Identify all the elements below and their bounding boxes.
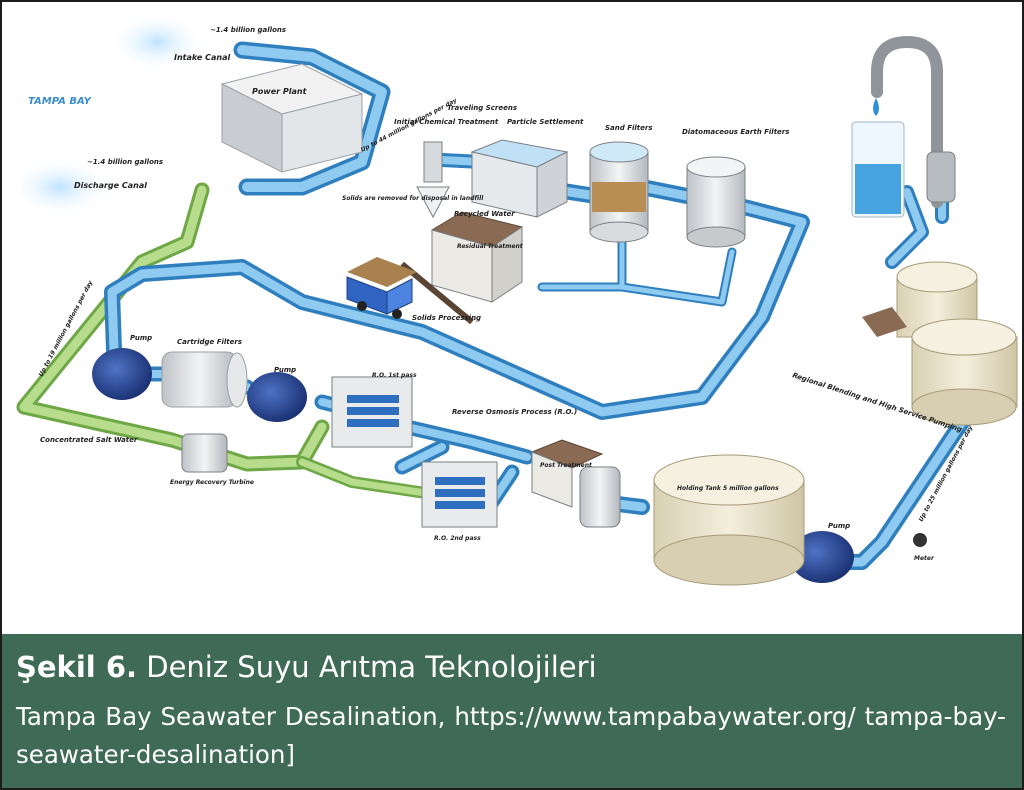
label-pump-1: Pump xyxy=(130,334,152,342)
power-plant xyxy=(220,63,364,173)
label-tampa-bay: TAMPA BAY xyxy=(28,96,93,107)
label-meter: Meter xyxy=(914,555,935,562)
faucet-icon xyxy=(871,35,956,208)
water-glass-icon xyxy=(851,121,905,218)
residual-treatment-building xyxy=(400,211,524,325)
label-initial-chemical: Initial Chemical Treatment xyxy=(394,118,499,126)
figure-caption: Şekil 6. Deniz Suyu Arıtma Teknolojileri… xyxy=(2,634,1022,788)
holding-tank xyxy=(653,454,805,586)
pump-3 xyxy=(790,531,927,583)
label-pump-3: Pump xyxy=(828,522,850,530)
intake-glow xyxy=(109,12,205,72)
regional-blending-tanks xyxy=(862,261,1018,426)
label-concentrated-salt: Concentrated Salt Water xyxy=(40,436,138,444)
label-discharge-flow: ~1.4 billion gallons xyxy=(87,158,163,166)
desalination-diagram: TAMPA BAY ~1.4 billion gallons Intake Ca… xyxy=(8,12,1018,586)
truck xyxy=(346,257,417,319)
cartridge-filter xyxy=(161,351,248,408)
discharge-glow xyxy=(8,157,112,217)
caption-label: Şekil 6. xyxy=(16,650,138,684)
chemical-treatment-unit xyxy=(416,141,450,219)
label-ro-2nd: R.O. 2nd pass xyxy=(434,535,481,542)
label-intake-flow: ~1.4 billion gallons xyxy=(210,26,286,34)
sand-filter xyxy=(589,141,649,243)
label-discharge-canal: Discharge Canal xyxy=(74,181,147,190)
label-solids-processing: Solids Processing xyxy=(412,314,481,322)
caption-title-text: Deniz Suyu Arıtma Teknolojileri xyxy=(137,650,597,684)
diatomaceous-filter xyxy=(686,156,746,248)
label-pump-2: Pump xyxy=(274,366,296,374)
label-sand-filters: Sand Filters xyxy=(605,124,653,132)
energy-recovery-turbine xyxy=(181,433,228,473)
label-particle-settlement: Particle Settlement xyxy=(507,118,584,126)
label-residual-treatment: Residual Treatment xyxy=(457,243,524,250)
label-holding-tank: Holding Tank 5 million gallons xyxy=(677,485,779,492)
caption-source: Tampa Bay Seawater Desalination, https:/… xyxy=(16,702,1006,769)
label-energy-turbine: Energy Recovery Turbine xyxy=(170,479,254,486)
label-recycled-water: Recycled Water xyxy=(454,210,515,218)
label-cartridge-filters: Cartridge Filters xyxy=(177,338,242,346)
label-diatomaceous: Diatomaceous Earth Filters xyxy=(682,128,789,136)
pump-2 xyxy=(247,372,307,422)
concentrate-pipe xyxy=(16,182,438,500)
label-intake-canal: Intake Canal xyxy=(174,53,231,62)
ro-first-pass xyxy=(331,376,413,448)
label-post-treatment: Post Treatment xyxy=(540,462,593,469)
label-traveling-screens: Traveling Screens xyxy=(447,104,517,112)
ro-second-pass xyxy=(421,461,498,528)
pump-1 xyxy=(92,348,152,400)
caption-title: Şekil 6. Deniz Suyu Arıtma Teknolojileri xyxy=(16,650,597,684)
label-ro-1st: R.O. 1st pass xyxy=(372,372,417,379)
label-power-plant: Power Plant xyxy=(252,87,308,96)
label-solids-removed: Solids are removed for disposal in landf… xyxy=(342,195,484,202)
particle-settlement-tank xyxy=(470,139,569,218)
label-reverse-osmosis: Reverse Osmosis Process (R.O.) xyxy=(452,408,577,416)
post-treatment-building xyxy=(530,439,621,528)
